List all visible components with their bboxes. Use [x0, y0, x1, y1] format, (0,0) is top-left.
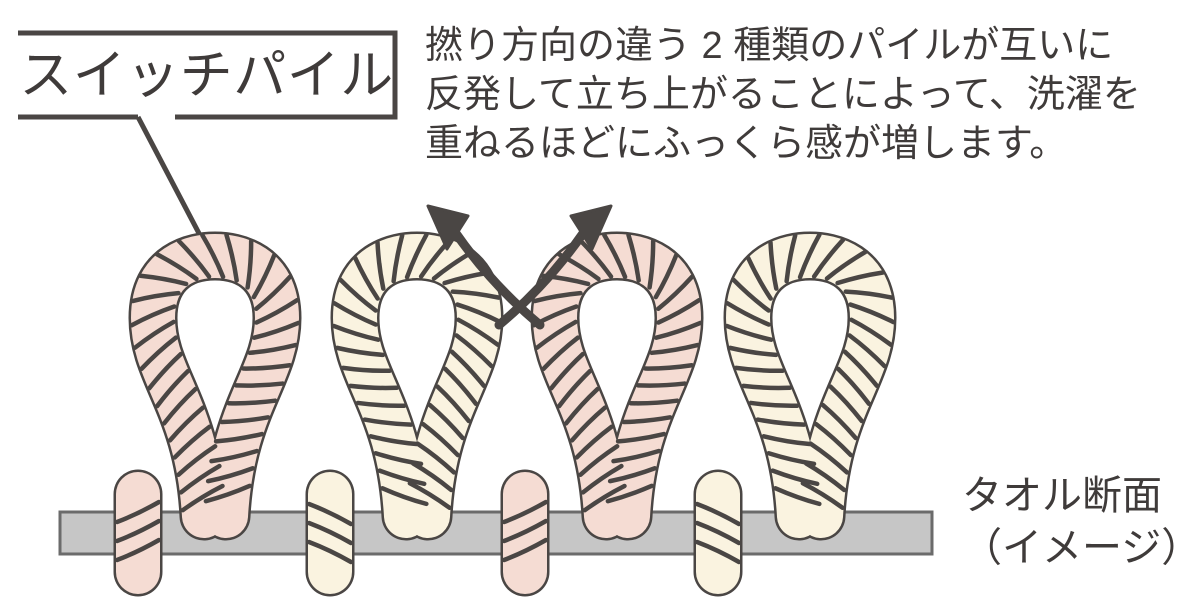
- rope-segment: [693, 469, 743, 597]
- description-line-3: 重ねるほどにふっくら感が増します。: [425, 123, 1068, 165]
- description-block: 撚り方向の違う 2 種類のパイルが互いに 反発して立ち上がることによって、洗濯を…: [425, 22, 1165, 169]
- callout-box-outline: [18, 30, 398, 120]
- arrow-left: [426, 204, 545, 330]
- figure-caption: タオル断面 （イメージ）: [962, 470, 1200, 574]
- rope-segment: [330, 231, 504, 541]
- rope-segment: [113, 469, 163, 597]
- callout-title-badge: スイッチパイル: [18, 33, 395, 117]
- description-line-2: 反発して立ち上がることによって、洗濯を: [425, 74, 1141, 116]
- arrow-right: [494, 204, 613, 330]
- rope-segment: [500, 469, 550, 597]
- rope-segment: [530, 231, 704, 541]
- rope-segment: [305, 469, 355, 597]
- rope-segment: [723, 231, 897, 541]
- rope-segment: [128, 231, 302, 541]
- base-stubs-group: [113, 469, 743, 597]
- pile-loops-group: [128, 231, 897, 541]
- caption-line-2: （イメージ）: [962, 526, 1200, 570]
- callout-title-text: スイッチパイル: [19, 45, 394, 105]
- caption-line-1: タオル断面: [962, 474, 1162, 518]
- description-line-1: 撚り方向の違う 2 種類のパイルが互いに: [425, 25, 1114, 67]
